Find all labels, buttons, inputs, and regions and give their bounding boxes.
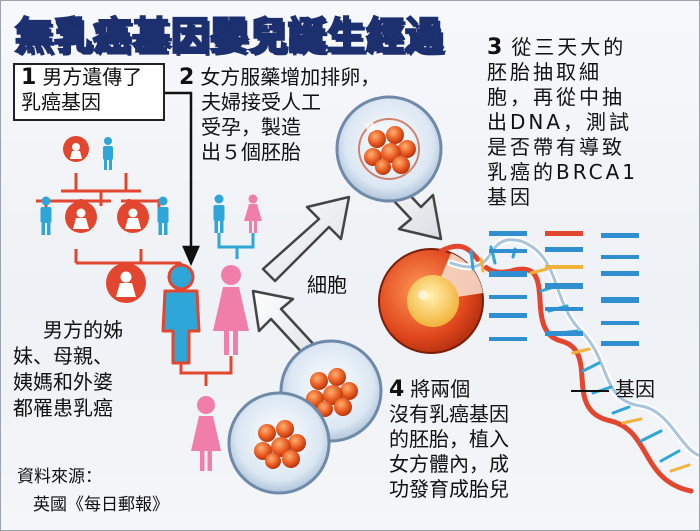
step4-line4: 女方體內，成 — [389, 452, 509, 476]
baby-figure — [191, 396, 221, 471]
step4-line5: 功發育成胎兒 — [389, 477, 509, 501]
step4-line2: 沒有乳癌基因 — [389, 402, 509, 426]
page-title: 無乳癌基因嬰兒誕生經過 — [14, 13, 445, 59]
step2-number: 2 — [179, 65, 195, 90]
cell-illustration — [378, 248, 484, 354]
wife-figure — [213, 265, 249, 355]
family-note-line4: 都罹患乳癌 — [13, 396, 113, 420]
right-couple-line — [217, 233, 255, 259]
step2-line3: 受孕，製造 — [201, 115, 301, 139]
step3-line7: 基因 — [487, 185, 533, 209]
step1-box — [13, 63, 165, 121]
grandfather3-figure — [157, 196, 169, 235]
step3-line4: 出DNA，測試 — [487, 110, 633, 134]
family-note-line3: 姨媽和外婆 — [13, 370, 113, 394]
step4-line1: 將兩個 — [410, 377, 471, 401]
mother-figure — [117, 201, 149, 233]
step3-line3: 胞，再從中抽 — [487, 85, 625, 109]
gel-bands — [489, 231, 639, 346]
gene-label: 基因 — [615, 377, 655, 401]
sister-figure — [106, 263, 146, 303]
small-husband-figure — [213, 194, 225, 233]
source-line2: 英國《每日郵報》 — [33, 495, 169, 515]
step3-number: 3 — [487, 35, 506, 60]
step1-line1: 男方遺傳了 — [42, 65, 143, 89]
step3-line2: 胚胎抽取細 — [487, 60, 602, 84]
source-credit: 資料來源： 英國《每日郵報》 — [17, 463, 169, 519]
gel-lane-3 — [601, 233, 639, 346]
source-line1: 資料來源： — [17, 467, 102, 487]
family-note-line2: 妹、母親、 — [13, 344, 113, 368]
step1-line2: 乳癌基因 — [21, 90, 101, 114]
step3-line6: 乳癌的BRCA1 — [487, 160, 638, 184]
gel-lane-1 — [489, 231, 527, 341]
cell-label: 細胞 — [307, 273, 347, 297]
father-figure — [161, 263, 201, 365]
family-figures — [40, 136, 262, 471]
grandfather2-figure — [40, 196, 52, 235]
step4-number: 4 — [389, 377, 405, 402]
step3-line1: 從三天大的 — [511, 35, 627, 59]
embryo-dish-top — [335, 95, 443, 203]
grandmother-figure — [63, 136, 89, 162]
family-note: 男方的姊 妹、母親、 姨媽和外婆 都罹患乳癌 — [13, 317, 123, 421]
embryo-dish-low — [227, 391, 331, 495]
step4-line3: 的胚胎，植入 — [389, 427, 509, 451]
family-note-line1: 男方的姊 — [43, 318, 123, 342]
step3-line5: 是否帶有導致 — [487, 135, 625, 159]
aunt-figure — [65, 201, 97, 233]
gel-lane-2 — [545, 231, 583, 336]
step2-line1: 女方服藥增加排卵， — [200, 65, 381, 89]
step1-number: 1 — [21, 65, 37, 90]
arrow-to-embryo — [261, 195, 351, 283]
step2-line4: 出５個胚胎 — [201, 140, 301, 164]
grandfather-figure — [103, 137, 113, 170]
step2-line2: 夫婦接受人工 — [201, 90, 321, 114]
pointer-arrow — [161, 91, 200, 267]
small-wife-figure — [244, 194, 262, 233]
